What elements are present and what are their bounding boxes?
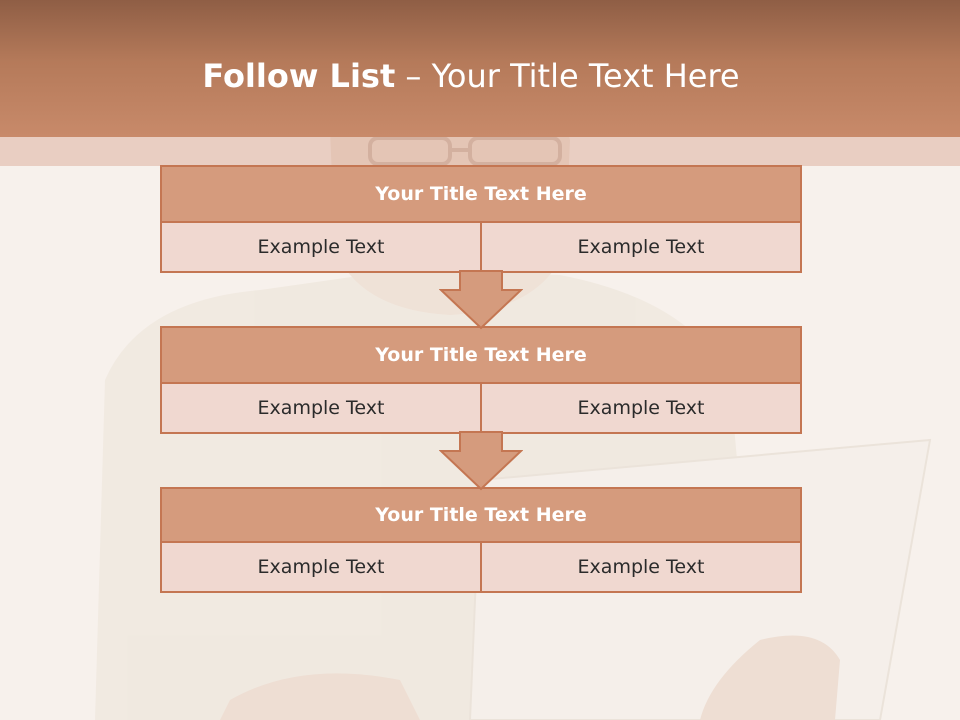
block-cell-right: Example Text: [480, 384, 800, 432]
down-arrow-icon: [439, 431, 523, 491]
list-block-3: Your Title Text Here Example Text Exampl…: [160, 487, 802, 593]
header-bar: [0, 0, 960, 137]
list-block-2: Your Title Text Here Example Text Exampl…: [160, 326, 802, 434]
block-title: Your Title Text Here: [160, 165, 802, 223]
block-title: Your Title Text Here: [160, 326, 802, 384]
block-row: Example Text Example Text: [160, 384, 802, 434]
block-row: Example Text Example Text: [160, 543, 802, 593]
slide-title: Follow List – Your Title Text Here: [0, 56, 942, 96]
block-cell-right: Example Text: [480, 223, 800, 271]
down-arrow-icon: [439, 270, 523, 330]
slide-title-rest: – Your Title Text Here: [395, 57, 740, 95]
block-row: Example Text Example Text: [160, 223, 802, 273]
block-title: Your Title Text Here: [160, 487, 802, 543]
block-cell-left: Example Text: [162, 223, 480, 271]
slide-title-bold: Follow List: [202, 57, 396, 95]
header-band: [0, 137, 960, 166]
block-cell-left: Example Text: [162, 384, 480, 432]
list-block-1: Your Title Text Here Example Text Exampl…: [160, 165, 802, 273]
block-cell-left: Example Text: [162, 543, 480, 591]
block-cell-right: Example Text: [480, 543, 800, 591]
